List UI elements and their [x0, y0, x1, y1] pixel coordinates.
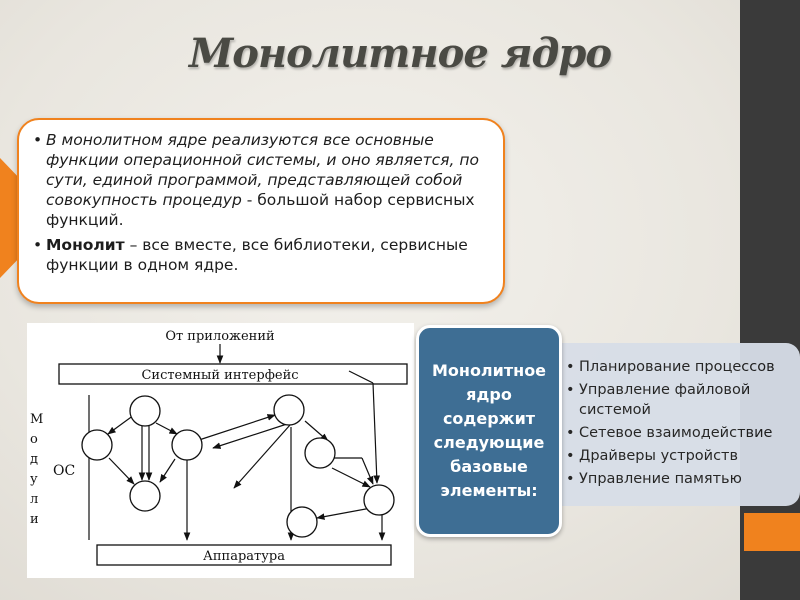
- orange-accent-bar: [744, 513, 800, 551]
- module-node: [286, 506, 318, 538]
- bullet-dot: •: [566, 471, 575, 487]
- slide-title: Монолитное ядро: [189, 30, 612, 77]
- bullet-dot: •: [566, 359, 575, 375]
- os-label: ОС: [53, 463, 75, 479]
- module-node: [129, 480, 161, 512]
- svg-text:л: л: [30, 492, 38, 507]
- svg-text:д: д: [30, 452, 38, 467]
- module-node: [81, 429, 113, 461]
- modules-vertical-label: М о д у л и: [30, 412, 43, 527]
- badge-line: следующие: [433, 433, 545, 452]
- badge-line: элементы:: [440, 481, 538, 500]
- hardware-label: Аппаратура: [203, 549, 285, 564]
- list-item: •Управление памятью: [566, 471, 742, 487]
- bullet-1-tail: - большой набор сервисных функций.: [46, 191, 475, 229]
- badge-line: содержит: [442, 409, 536, 428]
- bullet-1-italic: В монолитном ядре реализуются все основн…: [46, 131, 479, 209]
- bullet-dot: •: [33, 131, 43, 149]
- svg-text:и: и: [30, 512, 39, 527]
- sys-interface-box: [58, 363, 408, 385]
- elements-list-panel: •Планирование процессов •Управление файл…: [548, 343, 800, 506]
- sys-interface-label: Системный интерфейс: [141, 368, 298, 383]
- bullet-2-bold: Монолит: [46, 236, 125, 254]
- bullet-dot: •: [566, 448, 575, 464]
- kernel-contents-badge: Монолитное ядро содержит следующие базов…: [416, 325, 562, 537]
- module-node: [304, 437, 336, 469]
- list-item: •Управление файловой системой: [566, 382, 751, 418]
- list-item: •Драйверы устройств: [566, 448, 739, 464]
- module-nodes: [81, 394, 395, 538]
- monolith-diagram: От приложений Системный интерфейс Аппара…: [27, 323, 414, 578]
- module-node: [273, 394, 305, 426]
- bullet-2: • Монолит – все вместе, все библиотеки, …: [33, 235, 489, 275]
- bullet-dot: •: [566, 382, 575, 398]
- badge-line: Монолитное: [431, 361, 547, 380]
- bullet-dot: •: [33, 236, 43, 254]
- hardware-box: [96, 544, 392, 566]
- module-node: [171, 429, 203, 461]
- diagram-svg: От приложений Системный интерфейс Аппара…: [30, 329, 408, 566]
- bullet-1: • В монолитном ядре реализуются все осно…: [33, 130, 489, 230]
- from-apps-label: От приложений: [165, 329, 274, 344]
- module-node: [363, 484, 395, 516]
- svg-text:о: о: [30, 432, 38, 447]
- badge-line: базовые: [450, 457, 528, 476]
- svg-text:у: у: [30, 472, 38, 487]
- list-item: •Сетевое взаимодействие: [566, 425, 773, 441]
- badge-line: ядро: [466, 385, 512, 404]
- svg-text:М: М: [30, 412, 43, 427]
- bullet-2-rest: – все вместе, все библиотеки, сервисные …: [46, 236, 468, 274]
- definition-box: • В монолитном ядре реализуются все осно…: [17, 118, 505, 304]
- right-dark-strip: [740, 0, 800, 600]
- bullet-dot: •: [566, 425, 575, 441]
- list-item: •Планирование процессов: [566, 359, 775, 375]
- module-node: [129, 395, 161, 427]
